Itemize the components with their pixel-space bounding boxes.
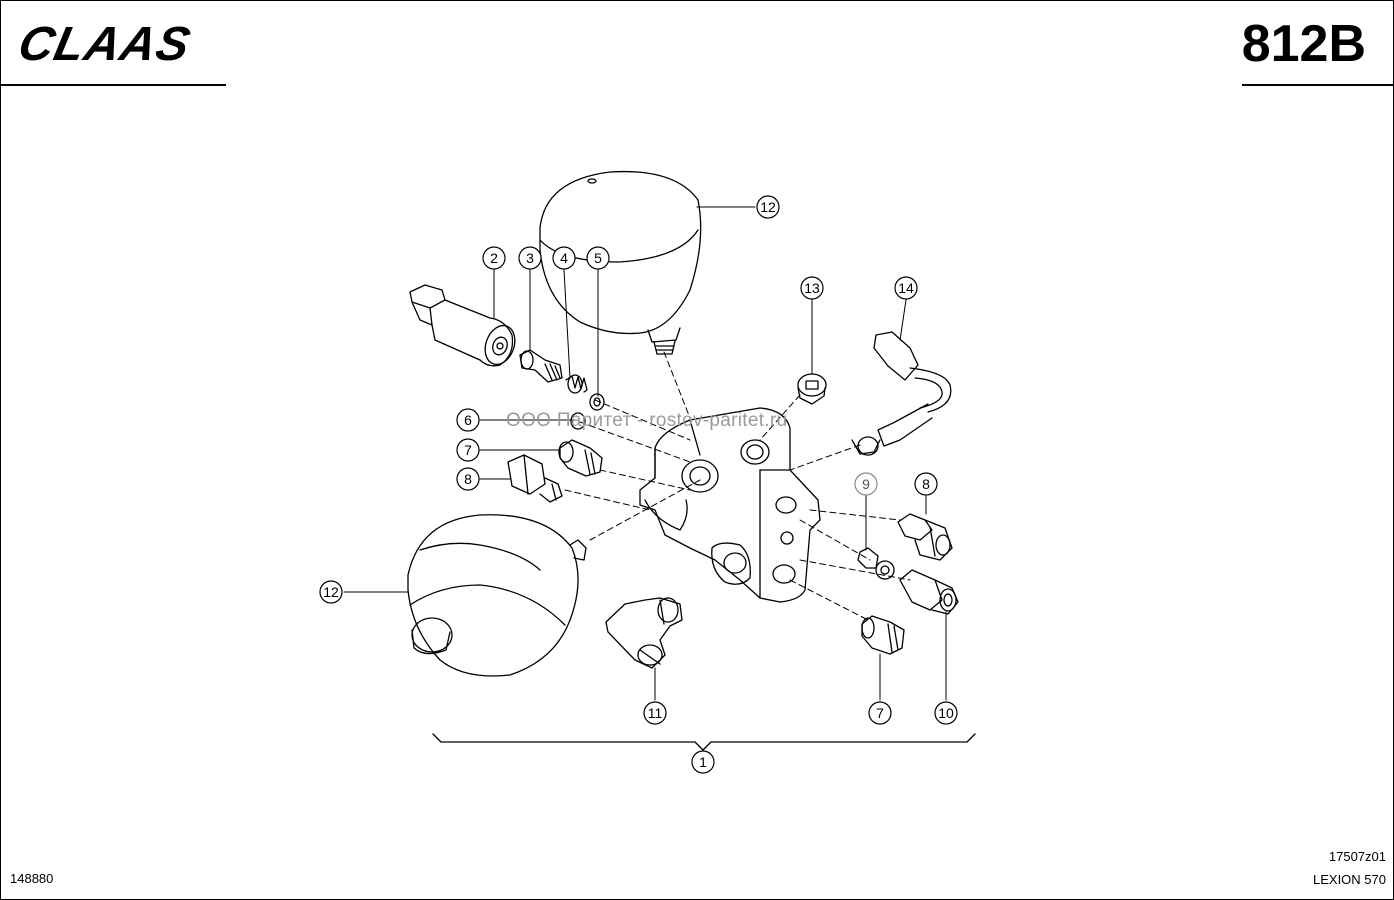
assembly-lines xyxy=(564,351,911,621)
svg-text:10: 10 xyxy=(938,705,954,721)
callout-12-top: 12 xyxy=(756,195,780,219)
drawing-code: 17507z01 xyxy=(1328,849,1386,864)
solenoid-coil xyxy=(409,284,516,367)
callout-14: 14 xyxy=(894,276,918,300)
screw-plug xyxy=(797,373,827,405)
spring xyxy=(565,374,588,394)
callout-9: 9 xyxy=(854,472,878,496)
o-ring xyxy=(589,393,605,411)
svg-text:3: 3 xyxy=(526,250,534,266)
svg-text:9: 9 xyxy=(862,476,870,492)
callout-4: 4 xyxy=(552,246,576,270)
union-nut-left xyxy=(507,454,563,503)
svg-text:7: 7 xyxy=(464,442,472,458)
page-number-rule xyxy=(1242,84,1394,86)
page-number: 812B xyxy=(1241,15,1366,73)
svg-text:12: 12 xyxy=(760,199,776,215)
leader-lines xyxy=(343,206,947,751)
union-nut-right xyxy=(897,513,953,561)
svg-text:13: 13 xyxy=(804,280,820,296)
svg-text:11: 11 xyxy=(648,705,663,721)
check-valve xyxy=(899,569,959,615)
callout-7-right: 7 xyxy=(868,701,892,725)
machine-model: LEXION 570 xyxy=(1313,872,1386,887)
assembly-bracket xyxy=(432,733,976,751)
pressure-sensor xyxy=(851,331,952,456)
accumulator-bottom xyxy=(407,514,587,677)
svg-text:4: 4 xyxy=(560,250,568,266)
callout-13: 13 xyxy=(800,276,824,300)
watermark-text: ООО Паритет - rostov-paritet.ru xyxy=(506,410,788,431)
set-screw xyxy=(857,547,895,580)
svg-text:8: 8 xyxy=(922,476,930,492)
callout-8-left: 8 xyxy=(456,467,480,491)
seal-ring xyxy=(570,412,586,430)
svg-text:14: 14 xyxy=(898,280,914,296)
svg-text:12: 12 xyxy=(323,584,339,600)
svg-text:6: 6 xyxy=(464,412,472,428)
callout-10: 10 xyxy=(934,701,958,725)
callout-11: 11 xyxy=(643,701,667,725)
callout-1: 1 xyxy=(691,750,715,774)
svg-text:1: 1 xyxy=(699,754,707,770)
callout-2: 2 xyxy=(482,246,506,270)
callout-12-bottom: 12 xyxy=(319,580,343,604)
svg-text:7: 7 xyxy=(876,705,884,721)
fitting-left xyxy=(558,439,603,477)
svg-text:5: 5 xyxy=(594,250,602,266)
callout-6: 6 xyxy=(456,408,480,432)
svg-text:8: 8 xyxy=(464,471,472,487)
callout-3: 3 xyxy=(518,246,542,270)
logo-rule xyxy=(0,84,226,86)
callout-7-left: 7 xyxy=(456,438,480,462)
valve-block xyxy=(639,407,821,603)
svg-text:2: 2 xyxy=(490,250,498,266)
elbow-fitting xyxy=(605,597,683,669)
callout-8-right: 8 xyxy=(914,472,938,496)
sheet-code: 148880 xyxy=(10,871,54,886)
fitting-right xyxy=(861,615,905,655)
callout-5: 5 xyxy=(586,246,610,270)
valve-cartridge xyxy=(519,349,563,383)
